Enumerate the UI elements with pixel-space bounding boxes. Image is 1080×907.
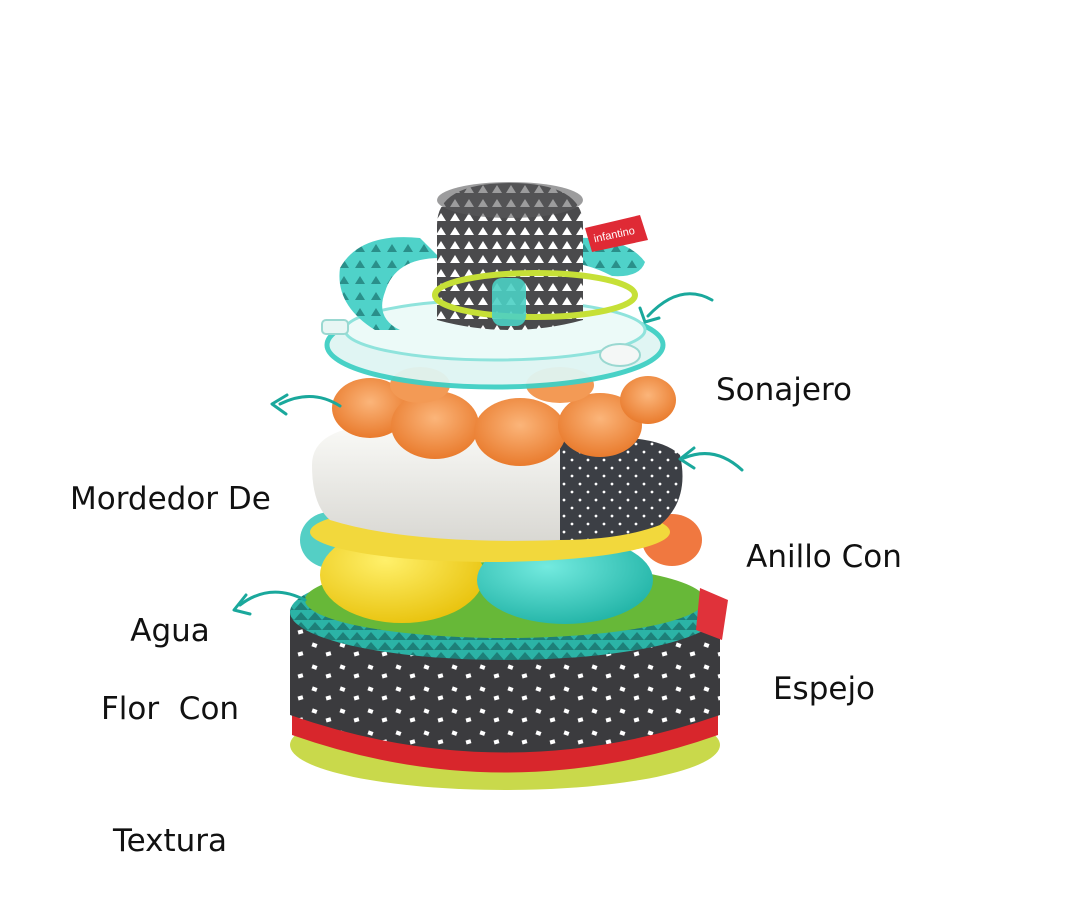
label-anillo-line1: Anillo Con [746,539,902,575]
label-sonajero: Sonajero [716,280,852,456]
label-anillo-line2: Espejo [772,671,876,707]
label-flor-line2: Textura [112,823,228,859]
label-mordedor-de-agua: Mordedor De Agua [70,389,271,697]
label-flor-line1: Flor Con [100,691,240,727]
label-mordedor-line1: Mordedor De [70,481,271,517]
label-anillo-con-espejo: Anillo Con Espejo [745,447,903,755]
rattle-cylinder [432,182,638,330]
label-flor-con-textura: Flor Con Textura [100,599,240,907]
label-mordedor-line2: Agua [130,613,210,649]
brand-tag: infantino [585,215,648,252]
label-sonajero-text: Sonajero [716,372,853,408]
